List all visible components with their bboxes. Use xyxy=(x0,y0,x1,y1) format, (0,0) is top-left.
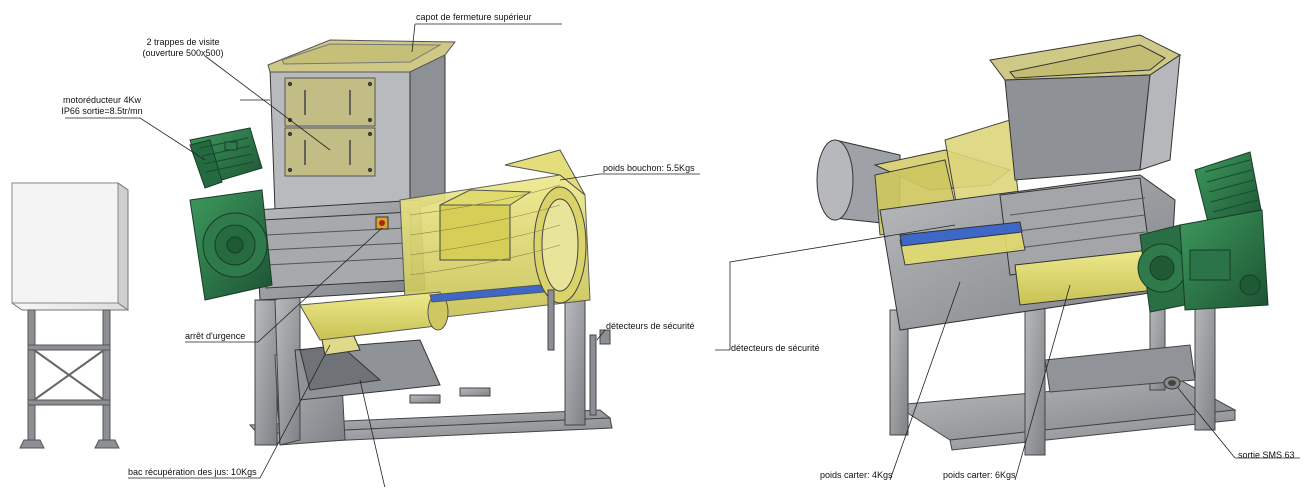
left-trough xyxy=(254,199,426,301)
label-motor-line2: IP66 sortie=8.5tr/mn xyxy=(61,106,143,116)
label-emergency-stop: arrêt d'urgence xyxy=(185,331,246,341)
label-safety-detectors-left: détecteurs de sécurité xyxy=(606,321,695,331)
label-safety-detectors-right: détecteurs de sécurité xyxy=(731,343,820,353)
juice-tray xyxy=(294,326,441,401)
label-outlet: sortie SMS 63 xyxy=(1238,450,1295,460)
emergency-stop-button-icon xyxy=(375,216,389,230)
left-hopper xyxy=(267,39,457,211)
left-gear-motor-icon xyxy=(189,127,273,301)
label-inspection-hatches: 2 trappes de visite (ouverture 500x500) xyxy=(128,37,238,59)
electrical-cabinet-icon xyxy=(11,182,129,449)
right-trough xyxy=(879,174,1176,331)
label-inspection-line1: 2 trappes de visite xyxy=(146,37,220,47)
label-juice-tray: bac récupération des jus: 10Kgs xyxy=(128,467,257,477)
right-machine xyxy=(816,34,1269,456)
right-hopper xyxy=(989,34,1181,181)
label-housing-weight-4: poids carter: 4Kgs xyxy=(820,470,893,480)
left-machine xyxy=(189,39,613,446)
outlet-icon xyxy=(1163,376,1181,390)
label-motor-line1: motoréducteur 4Kw xyxy=(62,95,142,105)
label-top-cover: capot de fermeture supérieur xyxy=(416,12,532,22)
label-housing-weight-6: poids carter: 6Kgs xyxy=(943,470,1016,480)
right-gear-motor-icon xyxy=(1137,151,1269,313)
label-plug-weight: poids bouchon: 5.5Kgs xyxy=(603,163,695,173)
left-yellow-shell xyxy=(299,149,591,341)
leader-lines xyxy=(65,23,1300,489)
label-motor: motoréducteur 4Kw IP66 sortie=8.5tr/mn xyxy=(47,95,157,117)
label-inspection-line2: (ouverture 500x500) xyxy=(142,48,224,58)
right-base-frame xyxy=(889,289,1237,456)
